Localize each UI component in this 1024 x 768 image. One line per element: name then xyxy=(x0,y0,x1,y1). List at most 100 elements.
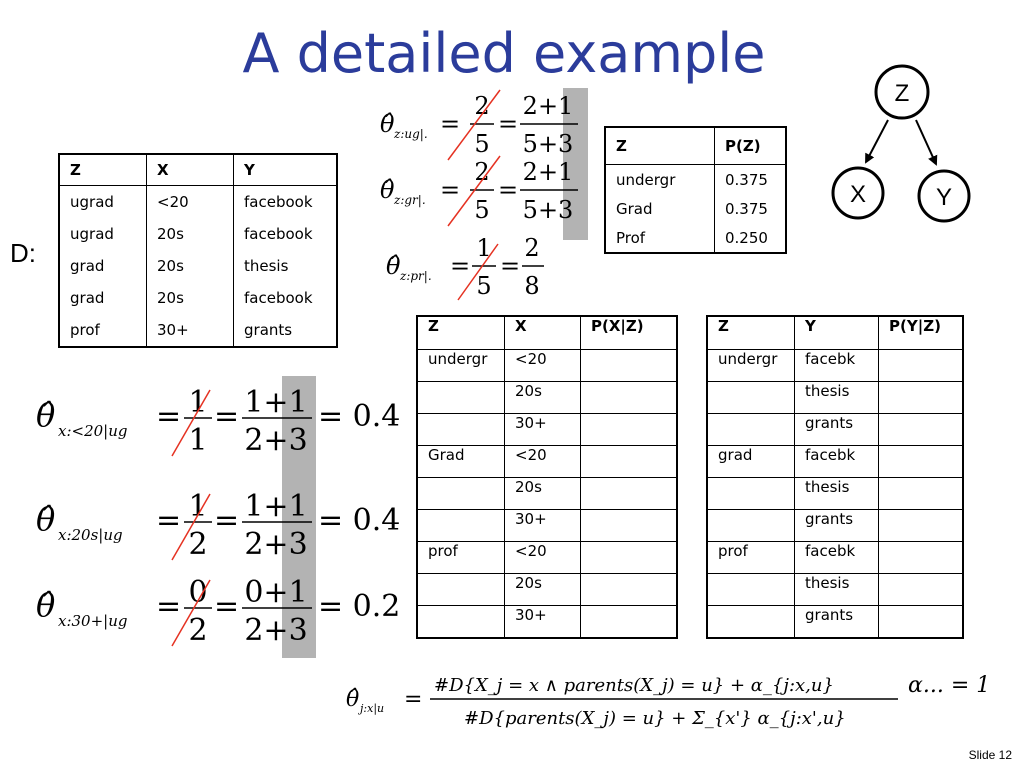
pz-table: Z P(Z) undergr 0.375 Grad 0.375 Prof 0.2… xyxy=(604,126,787,254)
formula-denominator: #D{parents(X_j) = u} + Σ_{x'} α_{j:x',u} xyxy=(464,708,846,729)
table-cell xyxy=(416,573,505,606)
equals-sign: = xyxy=(500,252,520,280)
probability-cell xyxy=(878,413,964,446)
table-cell: grad xyxy=(58,250,147,282)
fraction-denominator: 2 xyxy=(188,527,207,562)
probability-cell xyxy=(580,413,678,446)
table-row: thesis xyxy=(706,381,964,414)
column-header: Z xyxy=(58,153,147,186)
equation-subscript: z:gr|. xyxy=(393,193,426,207)
table-cell: Grad xyxy=(416,445,505,478)
table-cell: prof xyxy=(416,541,505,574)
table-cell xyxy=(416,605,505,639)
column-header: Y xyxy=(794,315,879,350)
column-header: Z xyxy=(604,126,715,165)
table-row: grad 20s thesis xyxy=(58,250,338,282)
fraction-denominator: 1 xyxy=(188,423,207,458)
table-cell: undergr xyxy=(416,349,505,382)
equals-sign: = xyxy=(498,110,518,138)
probability-cell xyxy=(878,605,964,639)
column-header: X xyxy=(504,315,581,350)
table-row: grants xyxy=(706,509,964,542)
strike-through-mark xyxy=(171,389,211,457)
node-z xyxy=(874,64,930,120)
table-cell xyxy=(706,413,795,446)
fraction-denominator: 2+3 xyxy=(244,527,307,562)
equation-subscript: x:30+|ug xyxy=(58,612,128,630)
equation-subscript: x:20s|ug xyxy=(58,526,123,544)
equals-sign: = xyxy=(156,399,181,434)
table-cell: thesis xyxy=(794,477,879,510)
equation-x-30plus: θ̂ x:30+|ug = 0 2 = 0+1 2+3 = 0.2 xyxy=(36,575,400,648)
equation-subscript: j:x|u xyxy=(357,702,384,716)
table-cell xyxy=(706,381,795,414)
table-cell: 30+ xyxy=(146,314,234,347)
table-cell: thesis xyxy=(794,573,879,606)
fraction-denominator: 5+3 xyxy=(523,196,574,224)
table-cell xyxy=(706,477,795,510)
pxz-table: Z X P(X|Z) undergr <20 20s 30+ Grad <20 … xyxy=(416,315,678,639)
fraction-numerator: 0 xyxy=(188,575,207,610)
table-cell: grants xyxy=(794,509,879,542)
node-x xyxy=(831,166,885,220)
fraction-numerator: 1+1 xyxy=(244,385,307,420)
table-row: 20s xyxy=(416,573,678,606)
table-cell: 20s xyxy=(146,218,234,250)
equation-z-gr: θ̂ z:gr|. = 2 5 = 2+1 5+3 xyxy=(380,155,578,227)
dataset-table: Z X Y ugrad <20 facebook ugrad 20s faceb… xyxy=(58,153,338,348)
column-header: P(Y|Z) xyxy=(878,315,964,350)
table-cell: ugrad xyxy=(58,185,147,218)
fraction-numerator: 2 xyxy=(524,234,539,262)
slide-title: A detailed example xyxy=(242,22,766,85)
table-cell: prof xyxy=(58,314,147,347)
table-row: 30+ xyxy=(416,413,678,446)
table-cell: 30+ xyxy=(504,605,581,639)
equation-x-lt20: θ̂ x:<20|ug = 1 1 = 1+1 2+3 = 0.4 xyxy=(36,385,400,458)
table-row: prof <20 xyxy=(416,541,678,574)
table-header-row: Z X P(X|Z) xyxy=(416,315,678,350)
smoothing-highlight xyxy=(282,376,316,658)
table-cell xyxy=(416,477,505,510)
column-header: P(X|Z) xyxy=(580,315,678,350)
table-row: 30+ xyxy=(416,509,678,542)
fraction-numerator: 1+1 xyxy=(244,489,307,524)
column-header: Z xyxy=(706,315,795,350)
equation-subscript: z:ug|. xyxy=(393,127,428,141)
table-cell: 20s xyxy=(146,282,234,314)
table-cell: Prof xyxy=(604,223,715,253)
table-cell: thesis xyxy=(233,250,338,282)
table-cell xyxy=(706,509,795,542)
theta-hat-symbol: θ̂ xyxy=(386,252,401,280)
table-row: prof facebk xyxy=(706,541,964,574)
table-cell xyxy=(706,573,795,606)
equals-sign: = xyxy=(214,399,239,434)
slide-number: Slide 12 xyxy=(968,748,1012,762)
fraction-numerator: 2+1 xyxy=(523,92,574,120)
equation-result: = 0.2 xyxy=(318,589,400,624)
equals-sign: = xyxy=(440,110,460,138)
fraction-numerator: 1 xyxy=(476,234,491,262)
table-cell: facebk xyxy=(794,349,879,382)
probability-cell xyxy=(878,541,964,574)
pxz-estimate-equations: θ̂ x:<20|ug = 1 1 = 1+1 2+3 = 0.4 θ̂ x:2… xyxy=(36,376,400,658)
table-cell: 0.250 xyxy=(714,223,787,253)
fraction-denominator: 8 xyxy=(524,272,539,300)
probability-cell xyxy=(878,477,964,510)
table-cell: 30+ xyxy=(504,413,581,446)
theta-hat-symbol: θ̂ xyxy=(380,176,395,204)
table-cell: prof xyxy=(706,541,795,574)
fraction-denominator: 2+3 xyxy=(244,613,307,648)
fraction-denominator: 5 xyxy=(476,272,491,300)
table-cell: 0.375 xyxy=(714,194,787,223)
equals-sign: = xyxy=(156,589,181,624)
pz-estimate-equations: θ̂ z:ug|. = 2 5 = 2+1 5+3 θ̂ z:gr|. = 2 … xyxy=(380,88,588,301)
table-header-row: Z X Y xyxy=(58,153,338,186)
table-cell xyxy=(416,413,505,446)
table-cell: grad xyxy=(58,282,147,314)
table-cell: 20s xyxy=(504,381,581,414)
equation-subscript: z:pr|. xyxy=(399,269,432,283)
equation-result: = 0.4 xyxy=(318,399,400,434)
strike-through-mark xyxy=(171,579,211,647)
table-cell: 30+ xyxy=(504,509,581,542)
table-cell xyxy=(416,381,505,414)
